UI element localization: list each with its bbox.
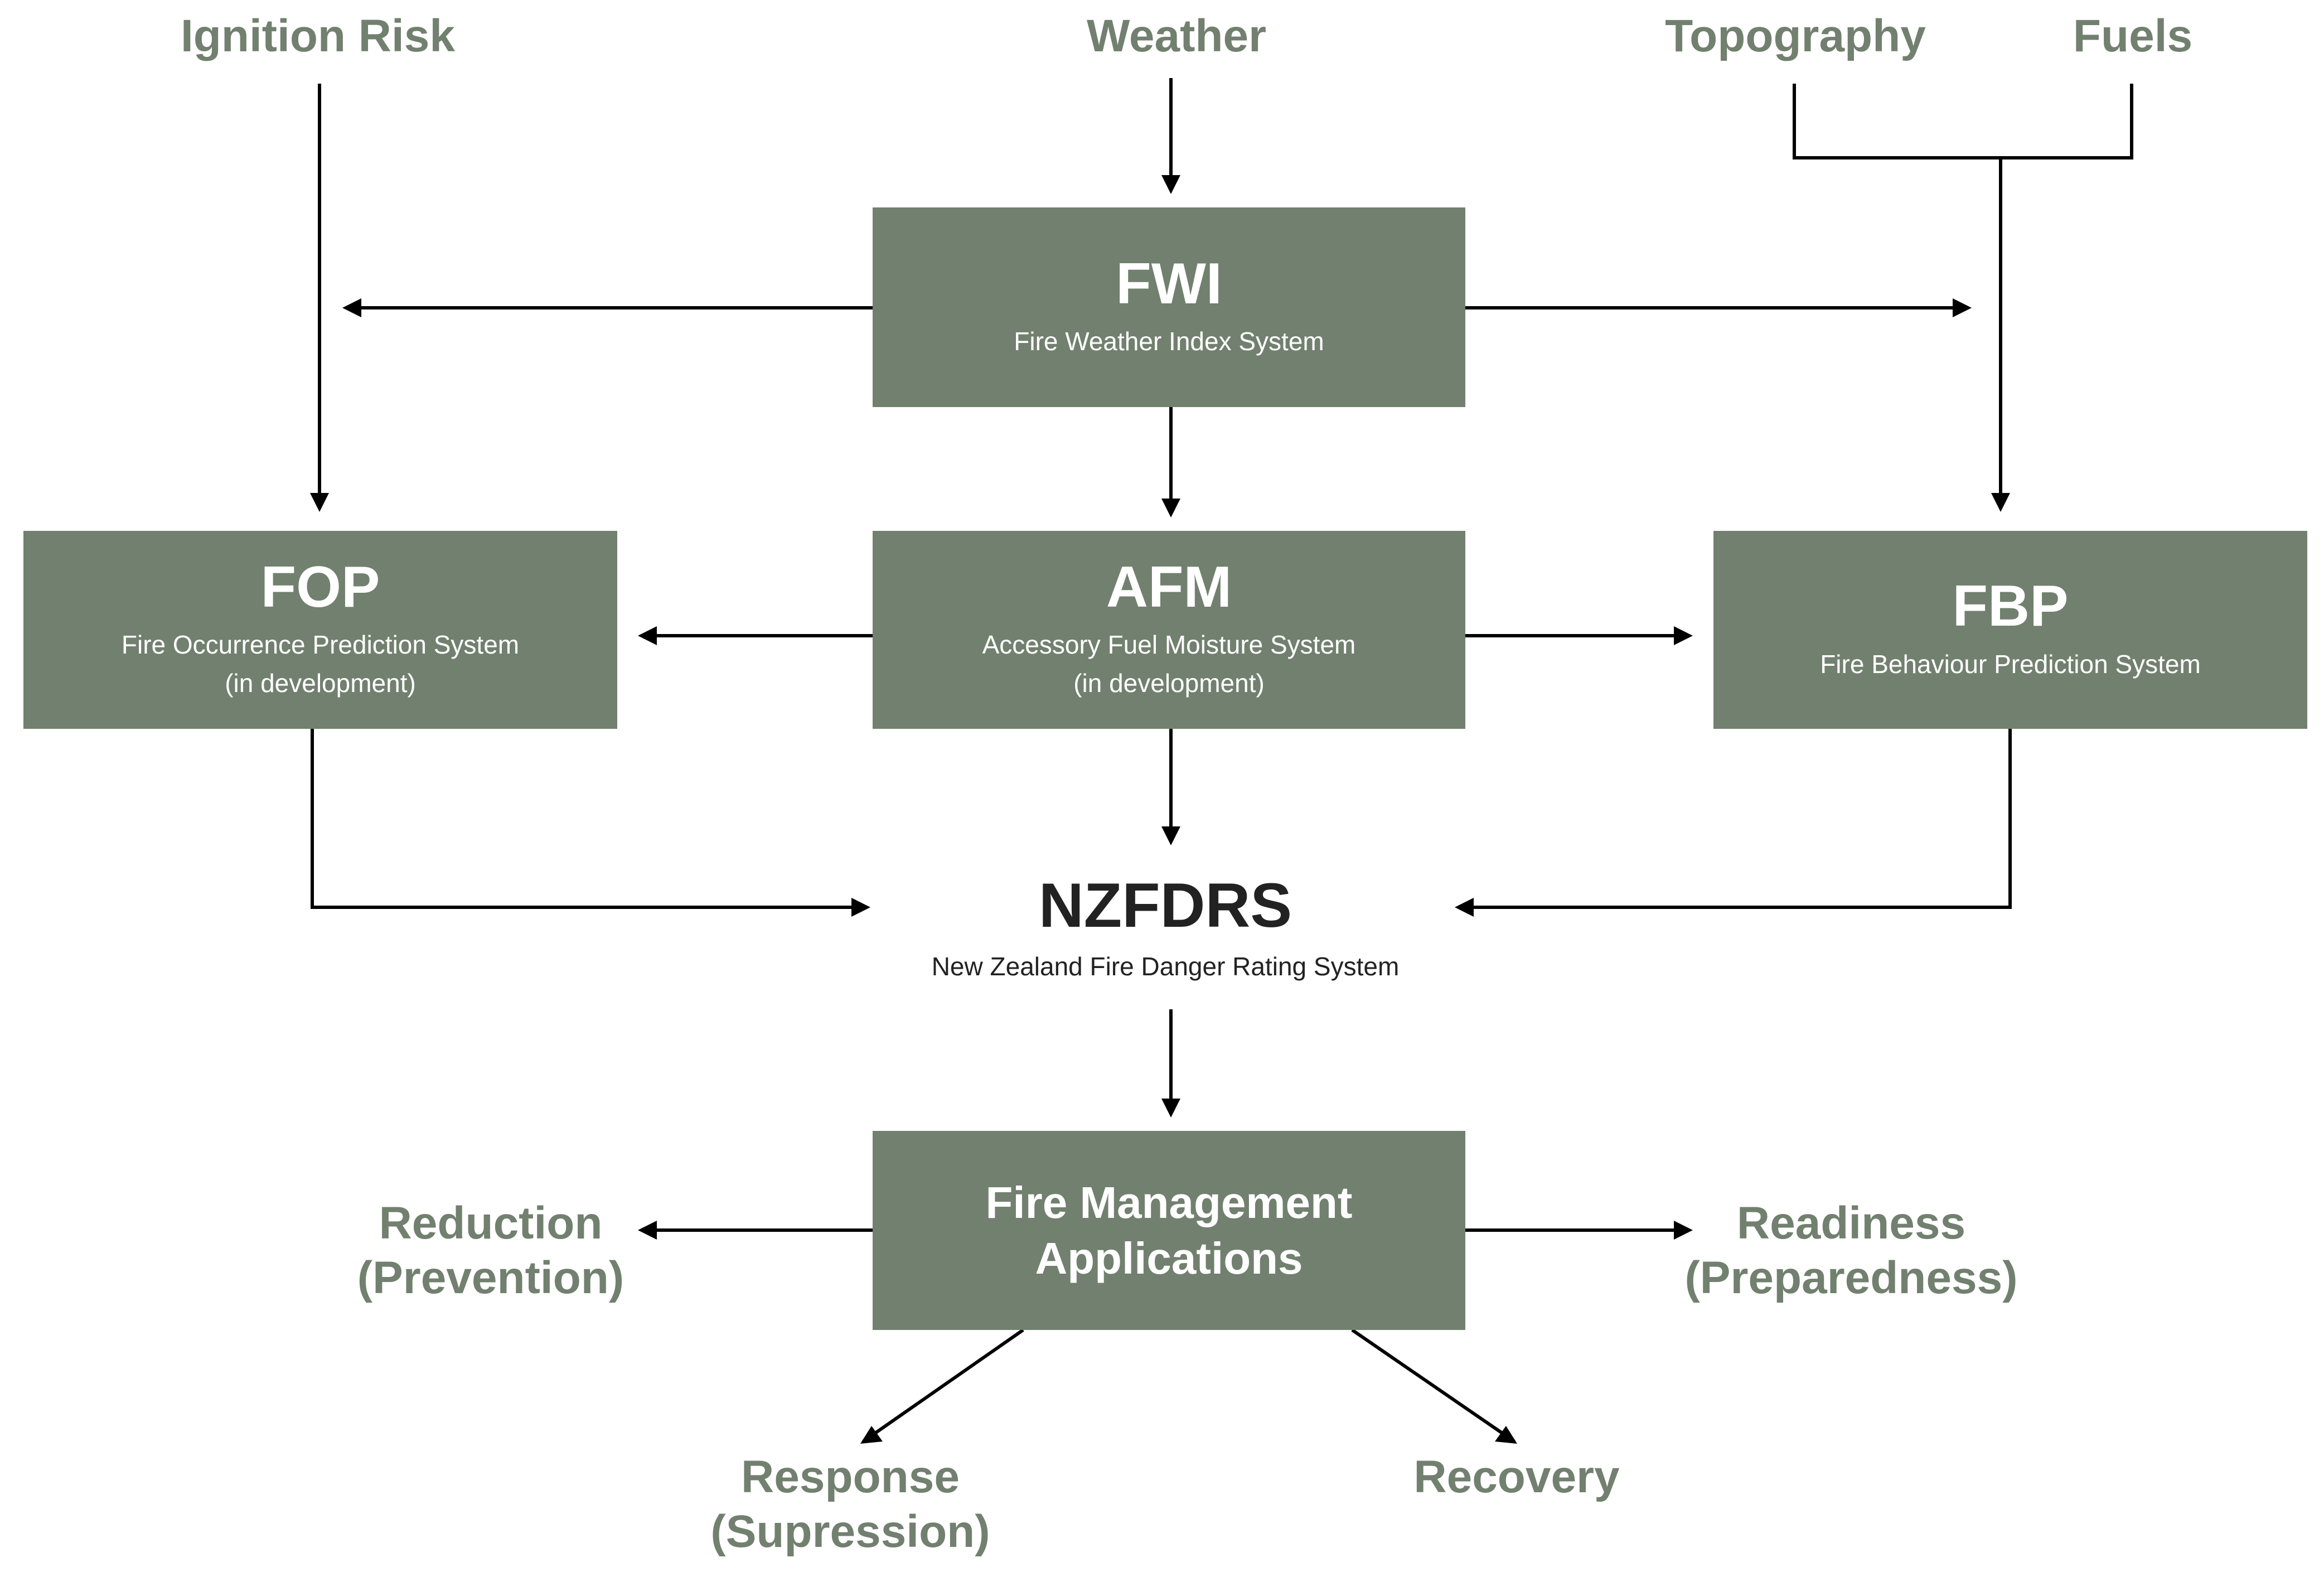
fop-box: FOP Fire Occurrence Prediction System (i…: [23, 531, 617, 729]
arrowhead-fwi-to-afm: [1161, 499, 1180, 517]
fop-status-note: (in development): [225, 669, 416, 698]
afm-status-note: (in development): [1073, 669, 1265, 698]
response-line-1: Response: [741, 1452, 960, 1502]
fbp-abbreviation: FBP: [1952, 574, 2069, 639]
readiness-line-2: (Preparedness): [1684, 1252, 2018, 1304]
readiness-line-1: Readiness: [1736, 1198, 1966, 1249]
afm-box: AFM Accessory Fuel Moisture System (in d…: [873, 531, 1465, 729]
arrowhead-fma-to-reduction: [638, 1221, 657, 1240]
arrow-fma-to-recovery: [1351, 1328, 1516, 1443]
arrow-fma-to-response: [862, 1328, 1024, 1443]
fbp-box: FBP Fire Behaviour Prediction System: [1713, 531, 2307, 729]
arrowhead-fwi-to-fbp-column: [1953, 298, 1972, 317]
fbp-full-name: Fire Behaviour Prediction System: [1820, 649, 2201, 679]
arrowhead-afm-to-fbp: [1674, 626, 1693, 645]
arrow-fop-to-nzfdrs: [311, 729, 867, 909]
arrowhead-fop-to-nzfdrs: [851, 898, 870, 917]
arrow-fbp-to-nzfdrs: [1458, 729, 2012, 909]
arrowhead-fma-to-recovery: [1495, 1426, 1517, 1444]
connector-topography-fuels-bracket: [1793, 84, 2133, 159]
reduction-line-1: Reduction: [379, 1198, 603, 1249]
arrowhead-nzfdrs-to-fma: [1161, 1099, 1180, 1118]
arrowhead-fma-to-readiness: [1674, 1221, 1693, 1240]
fma-title-line-2: Applications: [1035, 1233, 1303, 1283]
output-label-recovery: Recovery: [1413, 1452, 1620, 1502]
output-label-readiness: Readiness (Preparedness): [1650, 1196, 2052, 1306]
arrowhead-topography-fuels-to-fbp: [1991, 493, 2010, 512]
nzfdrs-abbreviation: NZFDRS: [1038, 870, 1292, 940]
afm-full-name: Accessory Fuel Moisture System: [982, 630, 1356, 660]
fire-management-applications-box: Fire Management Applications: [873, 1131, 1465, 1330]
fwi-box: FWI Fire Weather Index System: [873, 207, 1465, 407]
fma-title-line-1: Fire Management: [985, 1177, 1353, 1227]
input-label-fuels: Fuels: [2073, 11, 2193, 61]
fop-abbreviation: FOP: [260, 554, 380, 620]
arrowhead-ignition-risk-to-fop: [310, 493, 329, 512]
arrowhead-fbp-to-nzfdrs: [1455, 898, 1474, 917]
afm-abbreviation: AFM: [1106, 554, 1232, 620]
response-line-2: (Supression): [710, 1506, 990, 1557]
arrowhead-fma-to-response: [860, 1426, 883, 1444]
arrowhead-weather-to-fwi: [1161, 175, 1180, 194]
nzfdrs-block: NZFDRS New Zealand Fire Danger Rating Sy…: [870, 873, 1461, 984]
arrowhead-afm-to-nzfdrs: [1161, 826, 1180, 845]
nzfdrs-full-name: New Zealand Fire Danger Rating System: [931, 951, 1400, 981]
input-label-weather: Weather: [1086, 11, 1267, 61]
output-label-response: Response (Supression): [677, 1450, 1023, 1560]
input-label-ignition-risk: Ignition Risk: [181, 11, 455, 61]
fwi-full-name: Fire Weather Index System: [1014, 327, 1324, 356]
fwi-abbreviation: FWI: [1116, 251, 1222, 316]
fop-full-name: Fire Occurrence Prediction System: [121, 630, 520, 660]
arrowhead-fwi-to-fop-column: [342, 298, 361, 317]
output-label-reduction: Reduction (Prevention): [318, 1196, 664, 1306]
arrowhead-afm-to-fop: [638, 626, 657, 645]
reduction-line-2: (Prevention): [357, 1252, 624, 1304]
input-label-topography: Topography: [1665, 11, 1926, 61]
